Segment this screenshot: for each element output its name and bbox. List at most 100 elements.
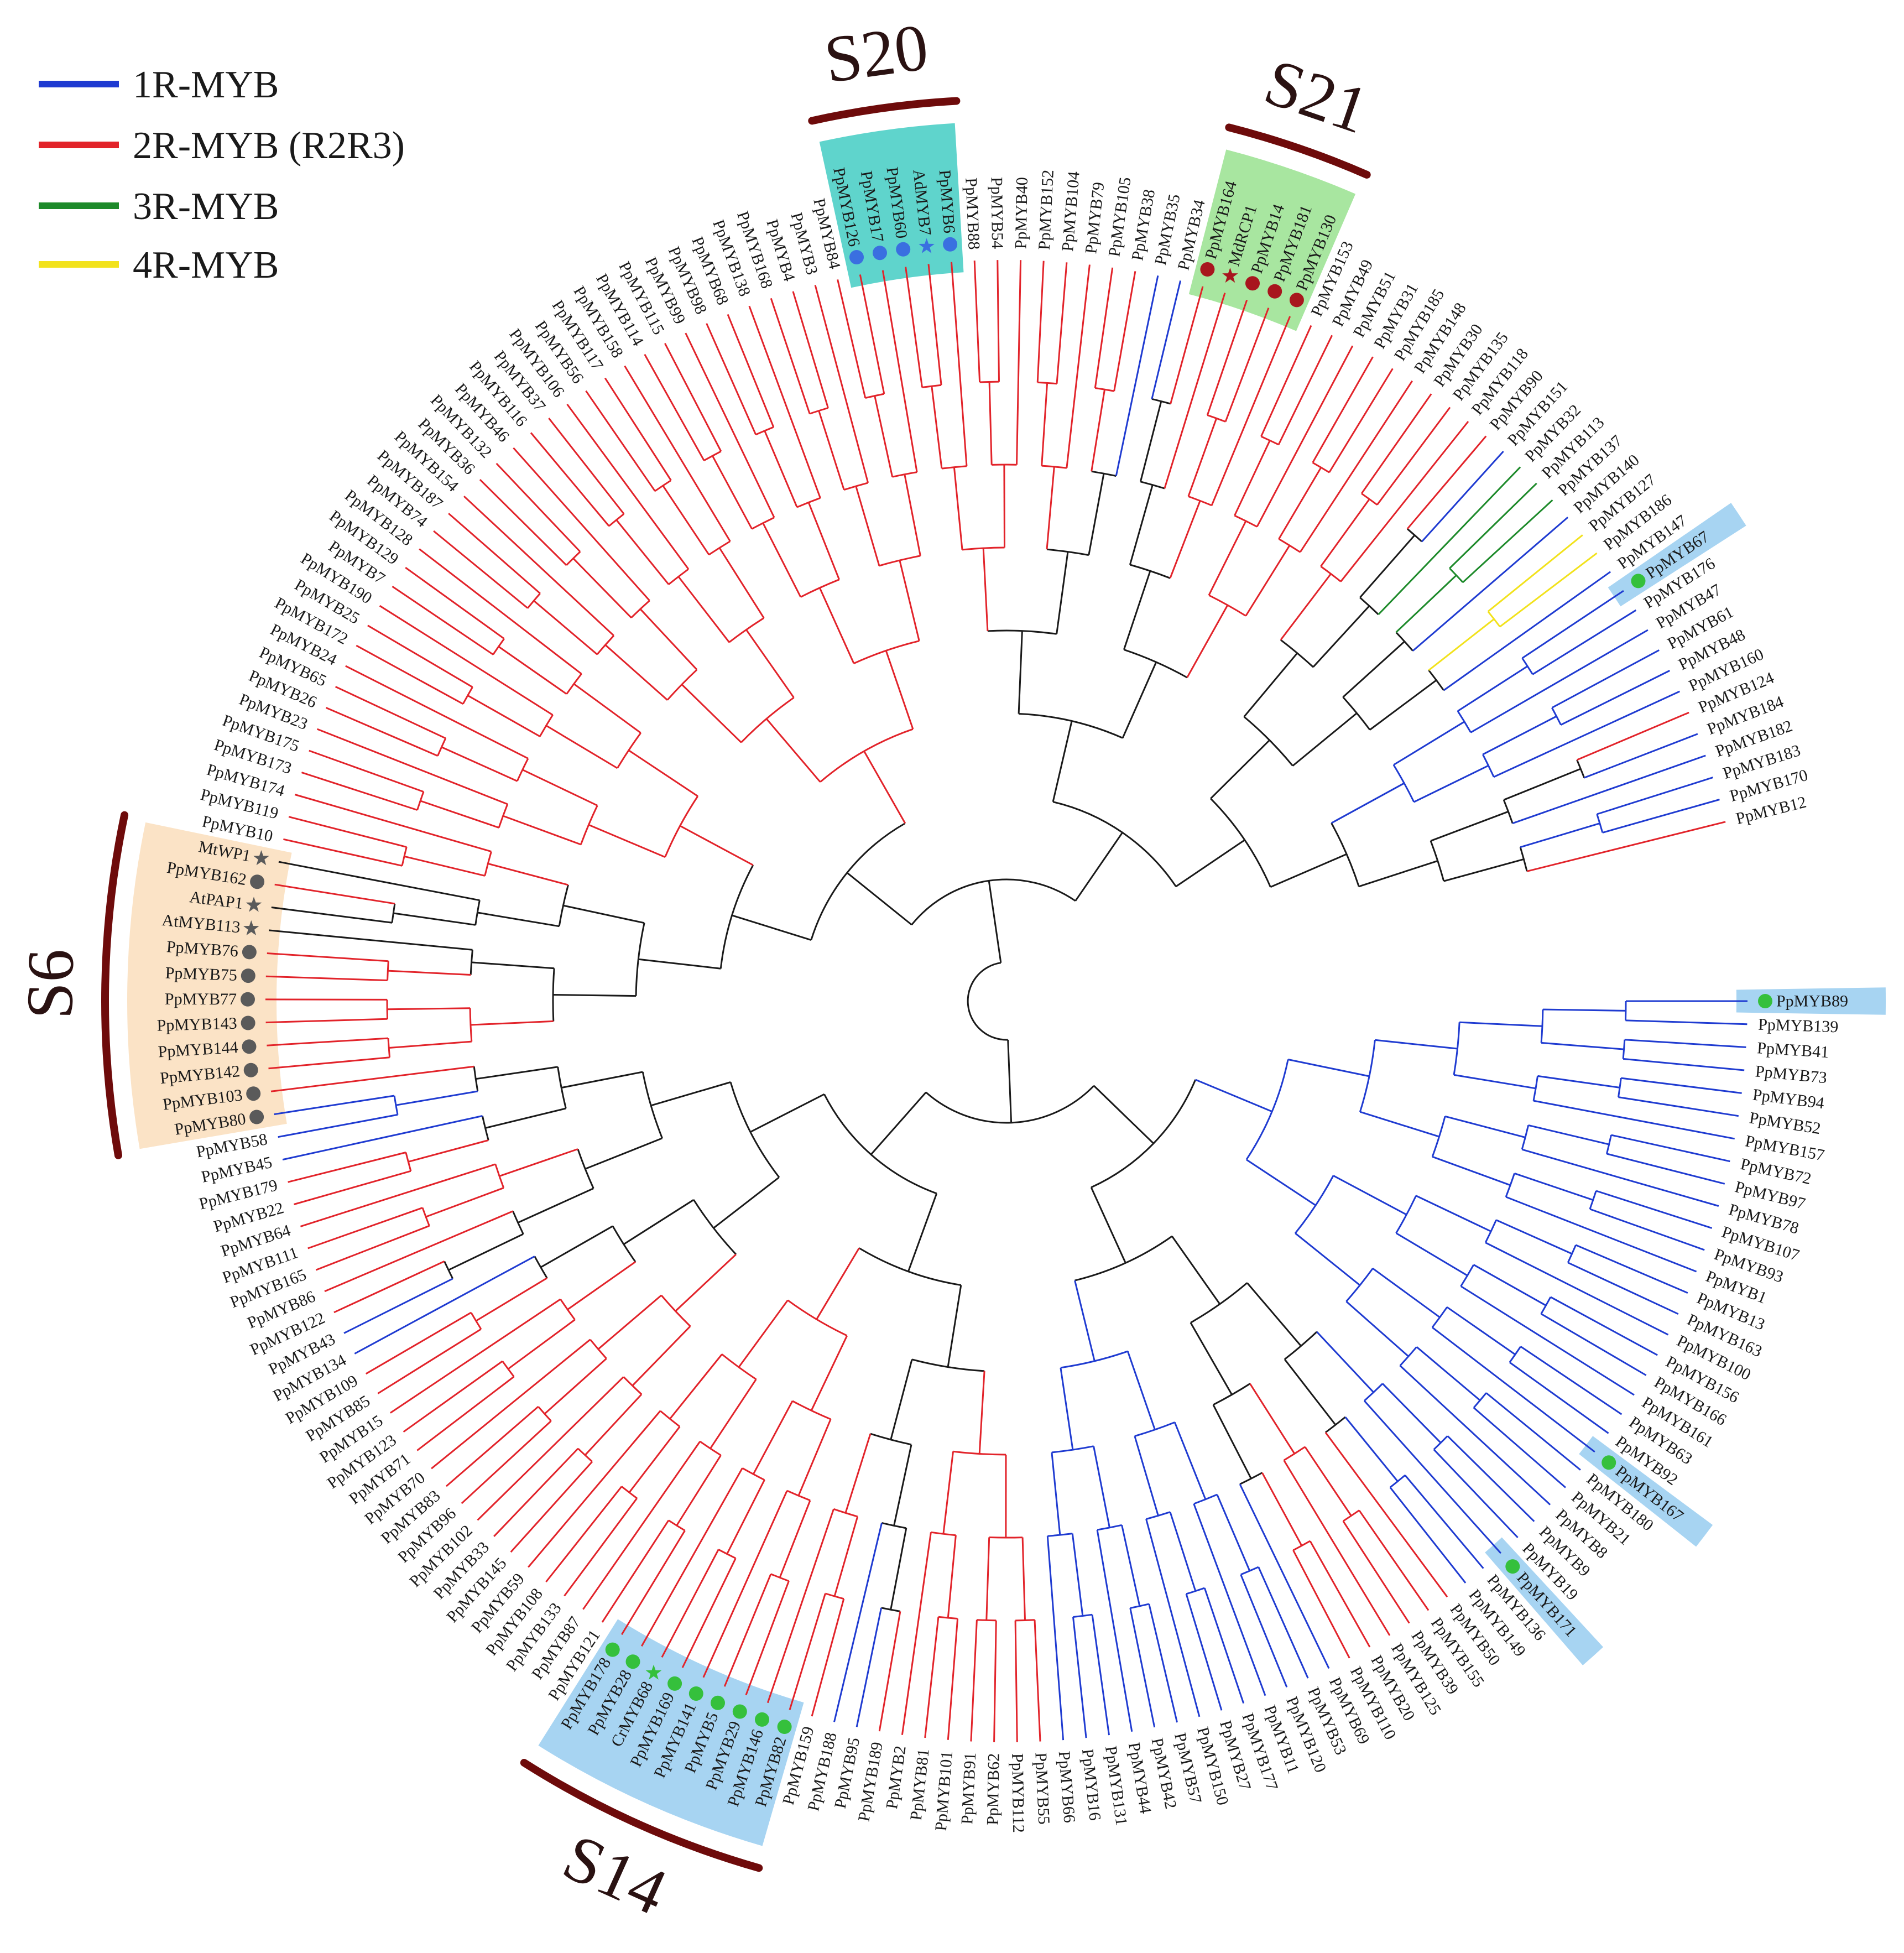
branch-line [727, 314, 775, 428]
branch-line [1382, 1383, 1442, 1444]
branch-arc [792, 1400, 831, 1420]
branch-arc [751, 517, 775, 530]
branch-line [1567, 1262, 1679, 1315]
branch-line [1129, 1608, 1156, 1728]
branch-line [1258, 1566, 1309, 1679]
branch-line [1312, 356, 1374, 463]
branch-line [1246, 1282, 1302, 1347]
branch-arc [977, 1619, 997, 1622]
branch-arc [858, 1247, 962, 1286]
branch-line [1246, 1159, 1316, 1206]
branch-line [1404, 1475, 1484, 1569]
branch-line [1216, 1494, 1251, 1571]
branch-line [978, 1371, 985, 1454]
leaf-label: PpMYB104 [1058, 171, 1083, 252]
branch-line [953, 467, 963, 550]
branch-arc [953, 1450, 1006, 1456]
branch-line [377, 1328, 482, 1394]
leaf-marker-circle [873, 246, 887, 261]
branch-line [507, 1319, 576, 1370]
branch-line [1375, 1039, 1458, 1050]
branch-line [309, 749, 424, 793]
branch-line [293, 1170, 411, 1205]
branch-line [476, 1277, 547, 1322]
branch-line [395, 1090, 478, 1106]
branch-line [859, 274, 885, 394]
branch-line [885, 650, 914, 730]
branch-line [1345, 1300, 1409, 1357]
branch-arc [469, 1008, 473, 1042]
branch-arc [1576, 759, 1585, 778]
leaf-marker-circle [667, 1676, 682, 1691]
branch-line [745, 1580, 790, 1696]
leaf-label: PpMYB54 [988, 177, 1007, 249]
branch-arc [386, 999, 388, 1019]
branch-arc [1399, 1346, 1417, 1367]
branch-line [1487, 534, 1583, 612]
branch-line [274, 1095, 395, 1116]
branch-arc [1567, 1244, 1577, 1263]
branch-line [1493, 690, 1681, 778]
branch-line [1532, 609, 1637, 675]
branch-line [738, 1299, 789, 1368]
branch-line [485, 1107, 566, 1129]
branch-arc [444, 1261, 454, 1279]
branch-line [1449, 482, 1537, 569]
branch-line [268, 929, 473, 951]
branch-line [510, 1461, 593, 1553]
branch-line [495, 462, 581, 553]
branch-line [1611, 1134, 1730, 1163]
branch-line [265, 998, 388, 1001]
branch-arc [1243, 716, 1293, 767]
branch-arc [1482, 754, 1495, 778]
branch-line [1460, 1285, 1635, 1396]
branch-arc [810, 822, 906, 941]
leaf-marker-star [1222, 268, 1238, 283]
branch-line [307, 1207, 423, 1249]
branch-arc [492, 638, 505, 655]
branch-line [1270, 853, 1347, 888]
branch-line [1360, 393, 1432, 494]
branch-line [1505, 1196, 1697, 1273]
branch-arc [1188, 496, 1212, 507]
branch-line [274, 883, 395, 905]
branch-line [951, 262, 968, 466]
branch-arc [823, 1093, 937, 1195]
branch-line [278, 1113, 398, 1138]
branch-line [661, 1549, 719, 1658]
branch-arc [560, 1299, 576, 1320]
leaf-label: PpMYB16 [1078, 1748, 1104, 1821]
branch-line [477, 1376, 624, 1521]
branch-arc [925, 1085, 1095, 1124]
branch-line [271, 907, 393, 924]
branch-line [1331, 782, 1405, 824]
branch-arc [580, 805, 598, 845]
branch-line [1618, 1096, 1739, 1117]
branch-arc [787, 1299, 848, 1337]
branch-arc [660, 1410, 681, 1428]
branch-arc [870, 1433, 912, 1446]
branch-arc [1292, 1540, 1311, 1551]
branch-line [1446, 1306, 1516, 1356]
branch-line [927, 264, 942, 386]
branch-line [905, 267, 923, 388]
branch-line [416, 1376, 515, 1451]
branch-arc [1320, 565, 1342, 582]
branch-line [1051, 1452, 1061, 1535]
branch-line [1376, 407, 1451, 506]
branch-line [448, 513, 541, 595]
branch-line [1509, 1361, 1609, 1434]
branch-arc [1325, 1416, 1346, 1434]
legend-entry-1r: 1R-MYB [39, 64, 279, 106]
branch-line [1041, 383, 1048, 466]
branch-line [993, 1620, 997, 1742]
leaf-marker-circle [241, 968, 255, 983]
branch-line [752, 1400, 794, 1475]
branch-line [1358, 1509, 1430, 1611]
leaf-marker-circle [943, 237, 958, 252]
leaf-marker-circle [241, 992, 255, 1007]
leaf-label: PpMYB40 [1011, 177, 1031, 249]
branch-line [420, 800, 499, 829]
branch-line [1395, 1232, 1468, 1277]
branch-line [1287, 1059, 1370, 1077]
